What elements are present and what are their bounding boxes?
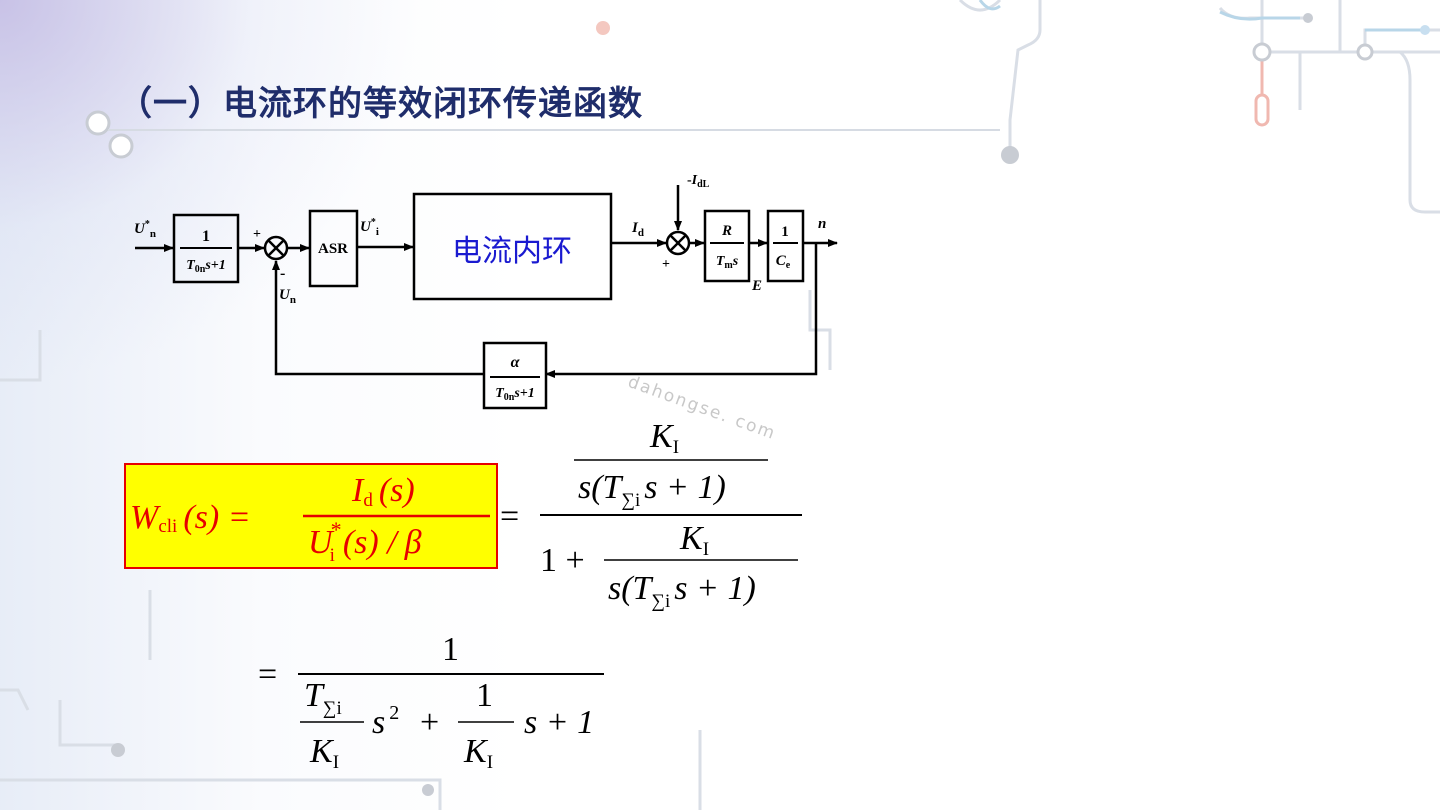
feedback-filter-block bbox=[482, 341, 548, 410]
filter-numerator: 1 bbox=[202, 228, 210, 245]
summing-junction-1 bbox=[263, 235, 289, 261]
tsigma-term: T∑i bbox=[304, 677, 342, 719]
summing-junction-2 bbox=[665, 230, 691, 256]
lhs-numerator: Id(s) bbox=[351, 472, 415, 511]
output-label: n bbox=[818, 216, 826, 232]
armature-current-label: Id bbox=[631, 220, 644, 239]
sum1-plus: + bbox=[253, 227, 261, 242]
ce-block bbox=[766, 209, 805, 283]
motor-numerator: R bbox=[721, 223, 732, 239]
feedback-signal-label: Un bbox=[279, 287, 296, 306]
motor-block bbox=[703, 209, 751, 283]
inner-loop-block bbox=[412, 192, 613, 301]
upper-numerator: KI bbox=[649, 418, 679, 458]
back-emf-label: E bbox=[751, 278, 762, 294]
equals-2: = bbox=[258, 656, 277, 693]
one-plus: 1 + bbox=[540, 542, 585, 579]
feedback-numerator: α bbox=[511, 354, 521, 371]
linear-term: s + 1 bbox=[524, 704, 594, 741]
asr-block bbox=[308, 209, 359, 288]
ce-numerator: 1 bbox=[781, 224, 789, 240]
load-current-label: -IdL bbox=[687, 173, 710, 190]
asr-output-label: U*i bbox=[360, 217, 379, 238]
one-over-ki-numerator: 1 bbox=[476, 677, 493, 714]
input-label: U*n bbox=[134, 219, 156, 240]
feedback-to-block-arrow bbox=[545, 243, 818, 378]
ce-denominator: Ce bbox=[776, 253, 791, 271]
filter-block bbox=[172, 213, 240, 284]
filter-denominator: T0ns+1 bbox=[186, 258, 226, 275]
equals-1: = bbox=[500, 498, 519, 535]
ki-term-2: KI bbox=[463, 733, 493, 773]
ki-term-1: KI bbox=[309, 733, 339, 773]
plus-sign: + bbox=[420, 704, 439, 741]
feedback-denominator: T0ns+1 bbox=[495, 386, 535, 403]
sum1-minus: - bbox=[280, 265, 285, 282]
asr-label: ASR bbox=[318, 241, 348, 257]
lhs-denominator: U*i(s) /β bbox=[308, 517, 422, 566]
inner-loop-label: 电流内环 bbox=[452, 234, 572, 269]
feedback-to-sum-arrow bbox=[272, 260, 484, 376]
sum2-plus: + bbox=[662, 257, 670, 272]
motor-denominator: Tms bbox=[716, 254, 739, 271]
lower-numerator: KI bbox=[679, 520, 709, 560]
slide-title: （一）电流环的等效闭环传递函数 bbox=[118, 84, 643, 124]
result-numerator: 1 bbox=[442, 631, 459, 668]
lhs-function: Wcli(s) = bbox=[130, 499, 251, 537]
